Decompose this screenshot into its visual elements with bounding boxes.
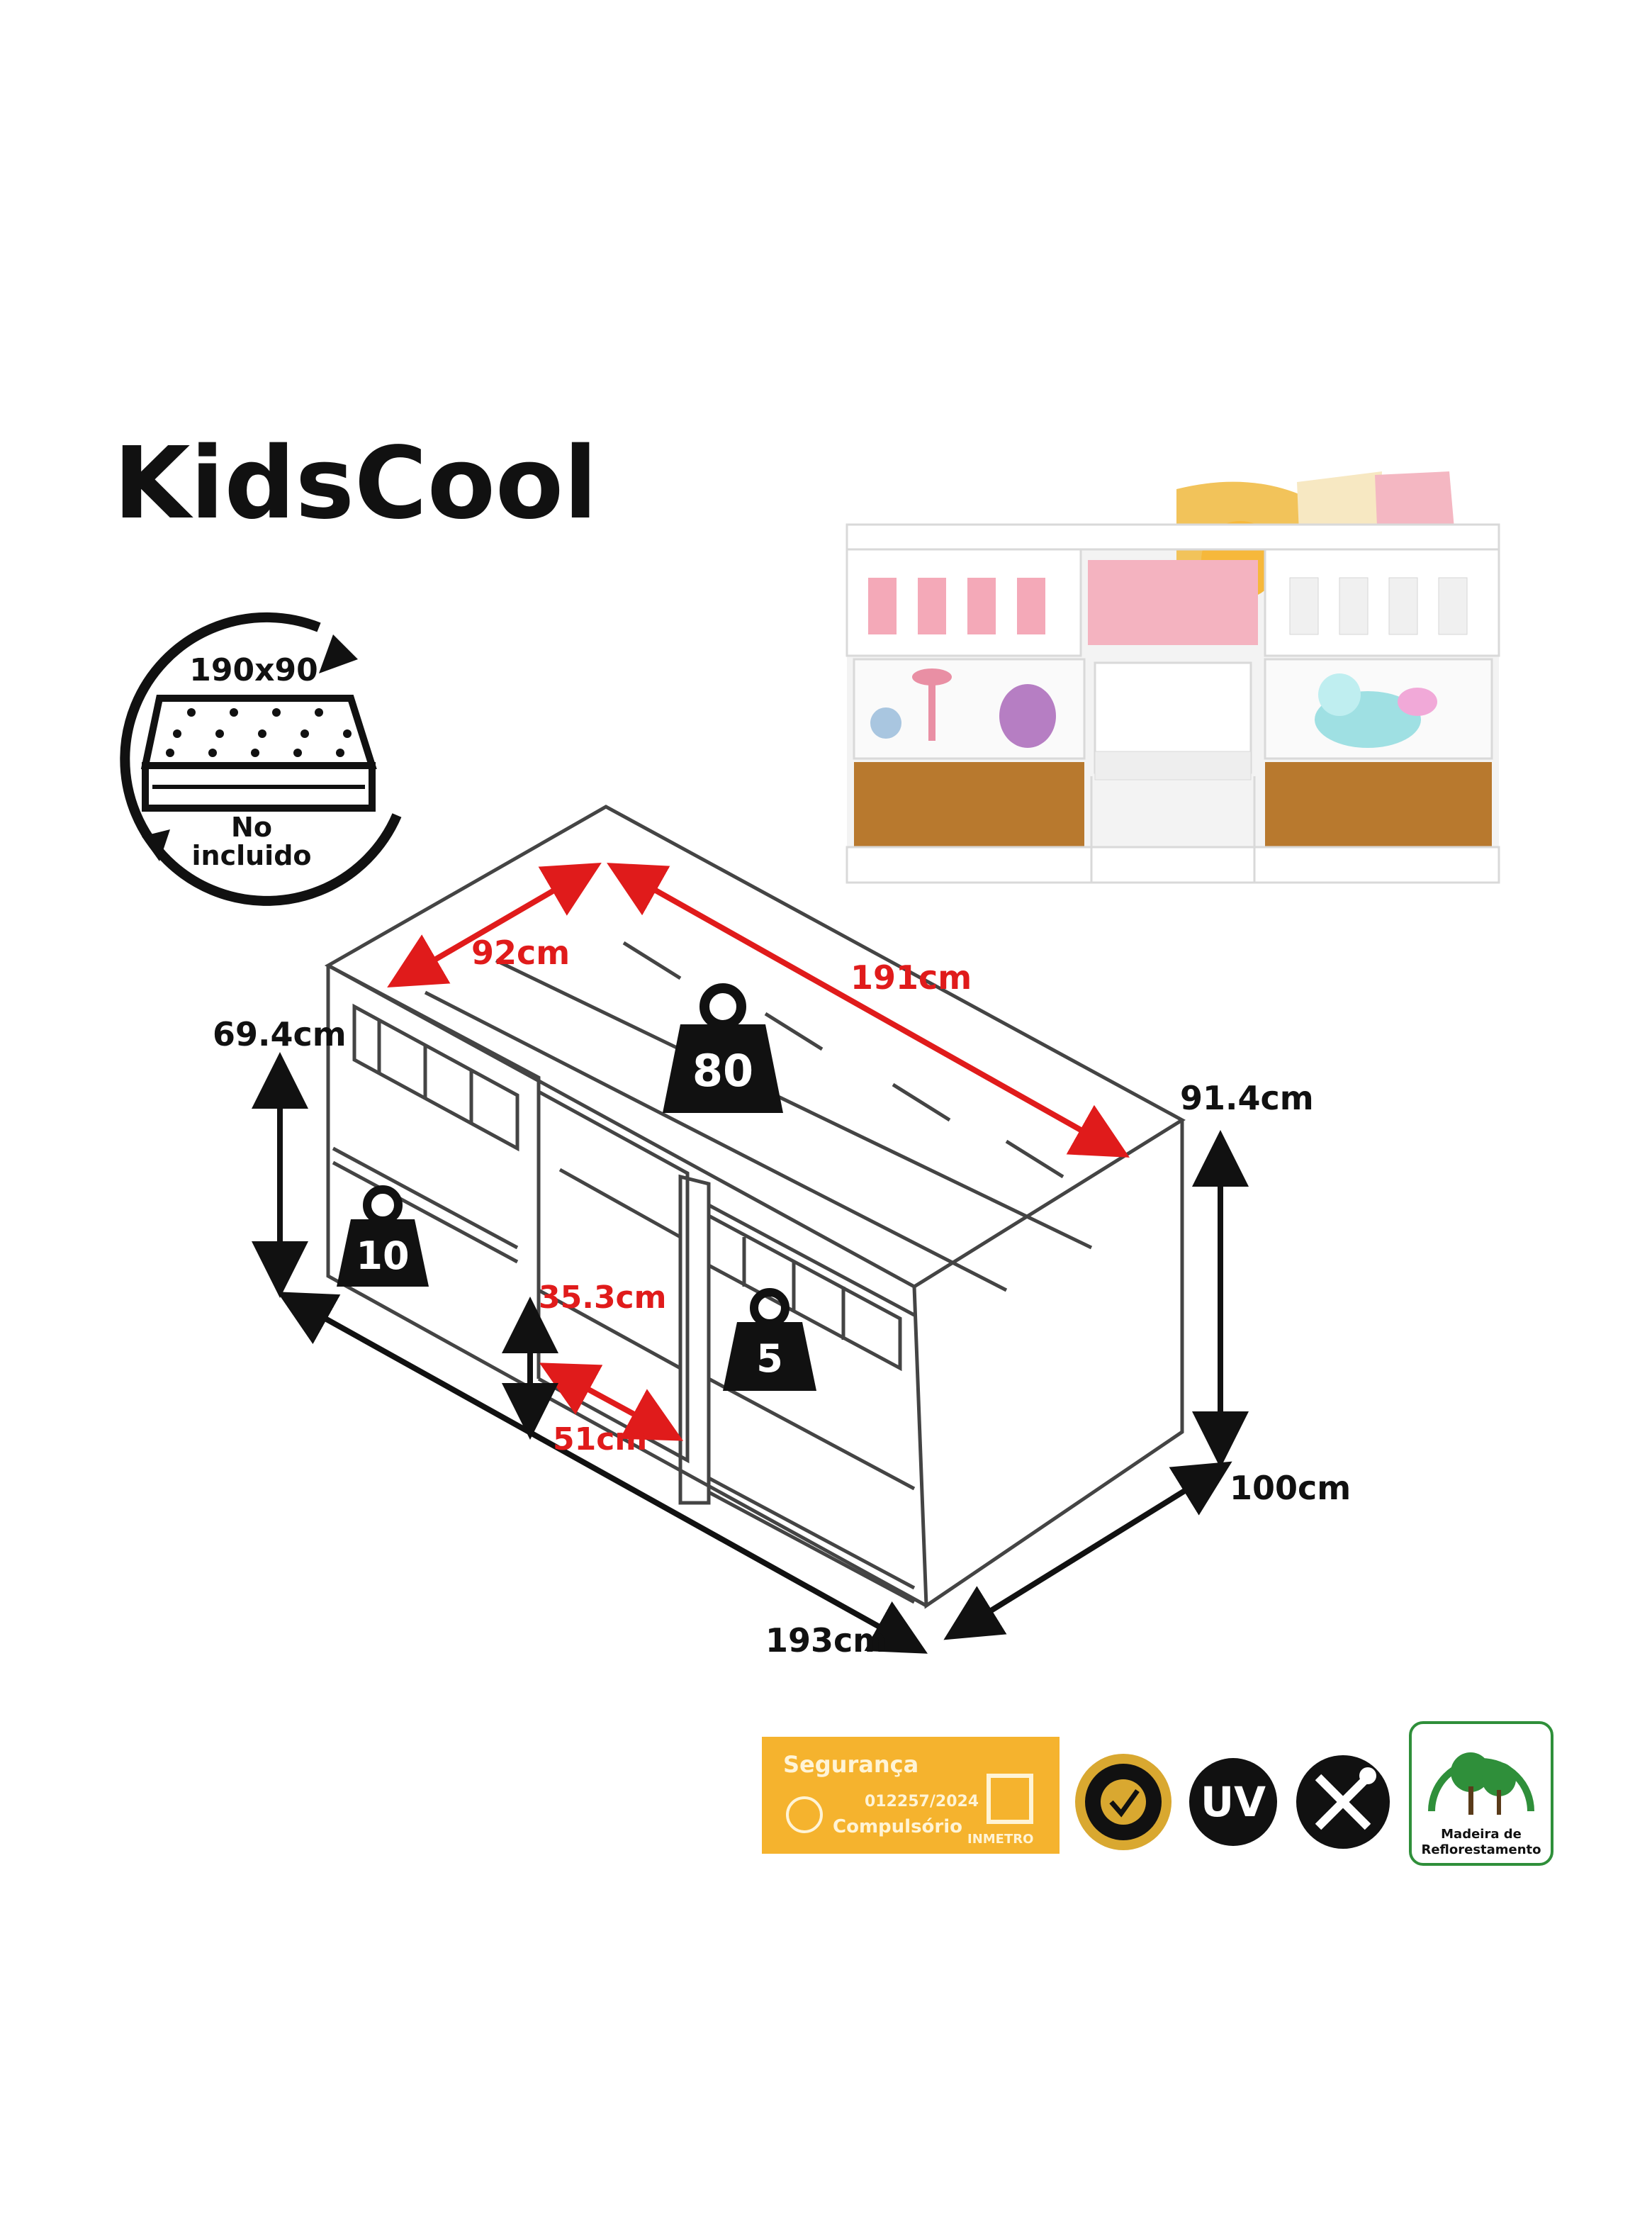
- tools-assembly-icon: [1296, 1755, 1390, 1849]
- brand-title: KidsCool: [113, 426, 597, 542]
- weight-right-value: 5: [756, 1336, 783, 1381]
- dim-top-length: 191cm: [850, 958, 972, 997]
- inmetro-code: 012257/2024: [865, 1793, 979, 1811]
- uv-label: UV: [1201, 1778, 1266, 1826]
- inmetro-title: Segurança: [783, 1751, 918, 1778]
- inmetro-sub: Compulsório: [833, 1816, 962, 1837]
- dim-top-width: 92cm: [471, 934, 570, 972]
- reforestation-badge: Madeira de Reflorestamento: [1409, 1721, 1553, 1866]
- mattress-note-line2: incluido: [191, 840, 311, 871]
- black-dimension-arrows: [252, 1052, 1249, 1654]
- dim-depth: 100cm: [1230, 1469, 1351, 1507]
- inmetro-brand: INMETRO: [967, 1832, 1033, 1847]
- bed-line-drawing: [324, 805, 1186, 1609]
- weight-icon-left: 10: [337, 1185, 429, 1287]
- weight-icon-right: 5: [723, 1288, 816, 1391]
- weight-icon-top: 80: [663, 983, 783, 1113]
- product-photo: [845, 471, 1500, 884]
- wood-line2: Reflorestamento: [1421, 1842, 1541, 1857]
- dim-right-height: 91.4cm: [1180, 1079, 1314, 1117]
- uv-protection-icon: UV: [1189, 1758, 1277, 1846]
- mattress-not-included-icon: 190x90 No incluido: [120, 612, 402, 906]
- dim-inner-height: 35.3cm: [539, 1280, 667, 1316]
- weight-top-value: 80: [692, 1045, 753, 1097]
- weight-left-value: 10: [356, 1233, 409, 1278]
- dim-left-height: 69.4cm: [213, 1015, 347, 1053]
- mattress-note-line1: No: [231, 812, 272, 843]
- wood-line1: Madeira de: [1441, 1827, 1522, 1842]
- tree-icon: [1451, 1752, 1490, 1792]
- certified-seal-icon: [1075, 1754, 1171, 1850]
- inmetro-badge: Segurança 012257/2024 Compulsório INMETR…: [762, 1737, 1060, 1854]
- dim-inner-width: 51cm: [553, 1421, 647, 1457]
- dim-length: 193cm: [765, 1621, 887, 1660]
- mattress-size: 190x90: [189, 652, 318, 688]
